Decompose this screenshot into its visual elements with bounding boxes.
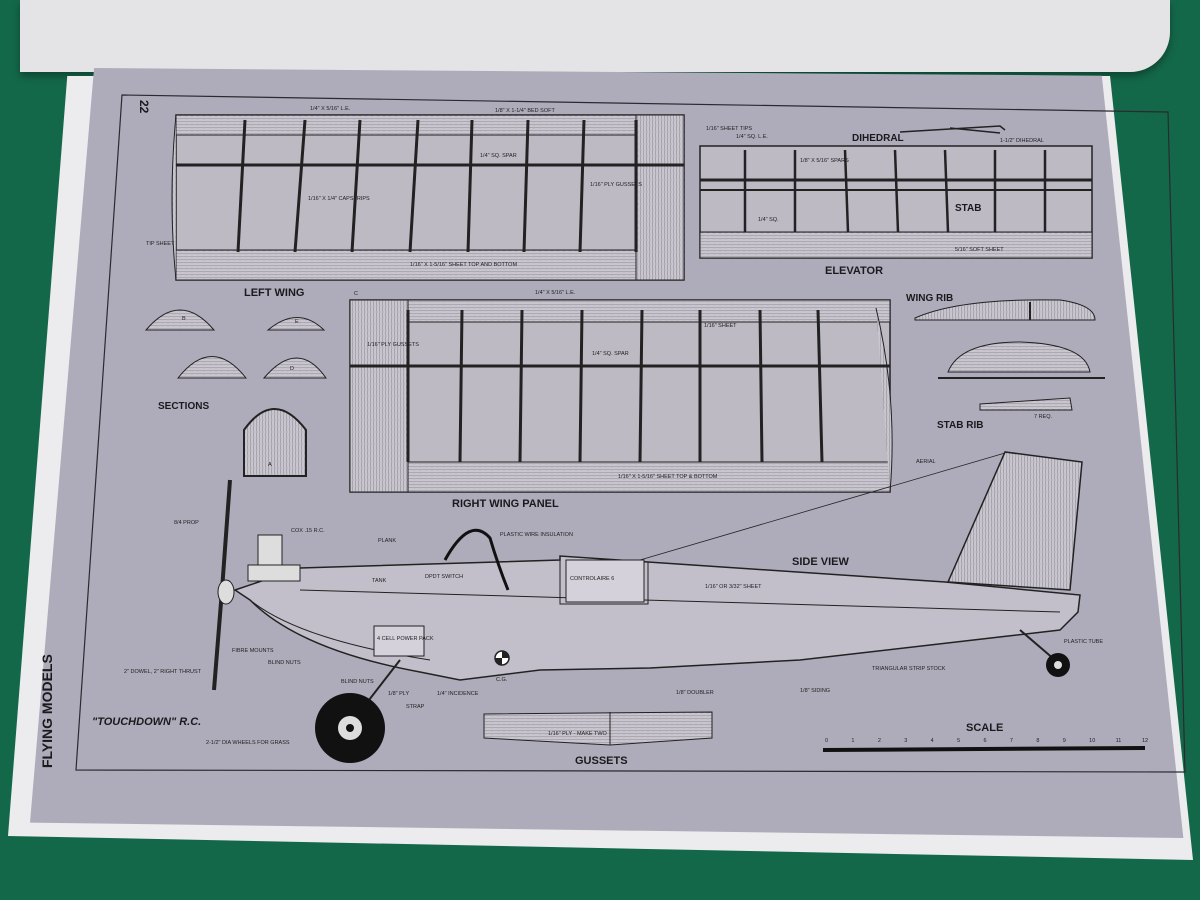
note-aerial: AERIAL: [916, 459, 936, 465]
label-dihedral: DIHEDRAL: [852, 133, 904, 144]
note-wire-insulation: PLASTIC WIRE INSULATION: [500, 532, 573, 538]
note-ply: 1/8" PLY: [388, 691, 409, 697]
note-engine: COX .15 R.C.: [291, 528, 325, 534]
note-doubler: 1/8" DOUBLER: [676, 690, 714, 696]
label-stab-rib: STAB RIB: [937, 420, 983, 431]
plan-border: [75, 94, 1186, 773]
note-tip-sheet: TIP SHEET: [146, 241, 175, 247]
note-sec-c: C: [354, 291, 358, 297]
note-ply-gussets-left: 1/16" PLY GUSSETS: [590, 182, 642, 188]
note-dpdt: DPDT SWITCH: [425, 574, 463, 580]
elevator-view: [699, 125, 1093, 259]
fuselage-sections: [144, 309, 327, 477]
scale-tick-label: 9: [1063, 738, 1066, 744]
label-wing-rib: WING RIB: [906, 293, 953, 304]
note-sec-b: B: [182, 316, 186, 322]
note-plank: PLANK: [378, 538, 396, 544]
note-ply-gussets-right: 1/16" PLY GUSSETS: [367, 342, 419, 348]
label-scale: SCALE: [966, 722, 1003, 734]
note-le-right: 1/4" X 5/16" L.E.: [535, 290, 576, 296]
note-blind-nuts-front: BLIND NUTS: [268, 660, 301, 666]
left-wing-view: [171, 114, 685, 281]
note-dowel: 2" DOWEL, 2" RIGHT THRUST: [124, 669, 202, 675]
note-incidence: 1/4" INCIDENCE: [437, 691, 479, 697]
facing-page-edge: [20, 0, 1170, 72]
label-gussets: GUSSETS: [575, 755, 628, 767]
note-controlaire: CONTROLAIRE 6: [570, 576, 614, 582]
note-cg: C.G.: [496, 677, 508, 683]
magazine-name: FLYING MODELS: [39, 654, 55, 768]
scale-tick-label: 10: [1089, 738, 1095, 744]
note-te-top: 1/8" X 1-1/4" BED SOFT: [495, 108, 555, 114]
plan-title: "TOUCHDOWN" R.C.: [92, 716, 201, 728]
label-left-wing: LEFT WING: [244, 287, 305, 299]
label-stab: STAB: [955, 203, 981, 214]
scale-tick-label: 7: [1010, 738, 1013, 744]
scale-tick-label: 6: [984, 738, 987, 744]
scale-tick-label: 11: [1116, 738, 1122, 744]
note-power-pack: 4 CELL POWER PACK: [377, 636, 434, 642]
gussets-drawing: [483, 711, 713, 746]
note-capstrips: 1/16" X 1/4" CAPSTRIPS: [308, 196, 370, 202]
wing-rib-drawing: [914, 299, 1096, 321]
note-sheet-top-bottom-left: 1/16" X 1-5/16" SHEET TOP AND BOTTOM: [410, 262, 517, 268]
note-sec-e: E: [295, 319, 299, 325]
note-strap: STRAP: [406, 704, 425, 710]
note-sec-d: D: [290, 366, 294, 372]
scale-tick-label: 5: [957, 738, 960, 744]
note-spars-elev: 1/8" X 5/16" SPARS: [800, 158, 849, 164]
note-sq-elev: 1/4" SQ.: [758, 217, 779, 223]
note-sq-spar-right: 1/4" SQ. SPAR: [592, 351, 629, 357]
note-sq-spar-left: 1/4" SQ. SPAR: [480, 153, 517, 159]
note-blind-nuts: BLIND NUTS: [341, 679, 374, 685]
note-sq-le-elev: 1/4" SQ. L.E.: [736, 134, 768, 140]
scale-bar: [822, 746, 1146, 752]
note-sec-a: A: [268, 462, 272, 468]
scale-tick-label: 12: [1142, 738, 1148, 744]
note-fibre-mounts: FIBRE MOUNTS: [232, 648, 274, 654]
note-le-top: 1/4" X 5/16" L.E.: [310, 106, 351, 112]
note-tank: TANK: [372, 578, 387, 584]
label-right-wing-panel: RIGHT WING PANEL: [452, 498, 559, 510]
note-wheels: 2-1/2" DIA WHEELS FOR GRASS: [206, 740, 290, 746]
scale-tick-label: 0: [825, 738, 828, 744]
note-dihedral: 1-1/2" DIHEDRAL: [1000, 138, 1044, 144]
note-triangular: TRIANGULAR STRIP STOCK: [872, 666, 946, 672]
note-plastic-tube: PLASTIC TUBE: [1064, 639, 1103, 645]
label-side-view: SIDE VIEW: [792, 556, 849, 568]
note-sheet-side: 1/16" OR 3/32" SHEET: [705, 584, 762, 590]
note-soft-sheet: 5/16" SOFT SHEET: [955, 247, 1004, 253]
page-number: 22: [137, 100, 151, 114]
note-sheet-tips: 1/16" SHEET TIPS: [706, 126, 752, 132]
note-siding: 1/8" SIDING: [800, 688, 830, 694]
note-sheet-top-bottom-right: 1/16" X 1-5/16" SHEET TOP & BOTTOM: [618, 474, 718, 480]
scale-tick-label: 4: [931, 738, 934, 744]
scale-tick-label: 8: [1036, 738, 1039, 744]
right-wing-panel-view: [349, 299, 893, 493]
scale-tick-label: 3: [904, 738, 907, 744]
stab-rib-drawing: [938, 341, 1105, 411]
note-ply-make-two: 1/16" PLY - MAKE TWO: [548, 731, 608, 737]
label-elevator: ELEVATOR: [825, 265, 883, 277]
note-prop: 8/4 PROP: [174, 520, 199, 526]
note-req: 7 REQ.: [1034, 414, 1053, 420]
label-sections: SECTIONS: [158, 401, 209, 412]
scale-tick-label: 1: [851, 738, 854, 744]
side-view-fuselage: [212, 451, 1083, 763]
note-sheet-right: 1/16" SHEET: [704, 323, 737, 329]
scale-tick-label: 2: [878, 738, 881, 744]
